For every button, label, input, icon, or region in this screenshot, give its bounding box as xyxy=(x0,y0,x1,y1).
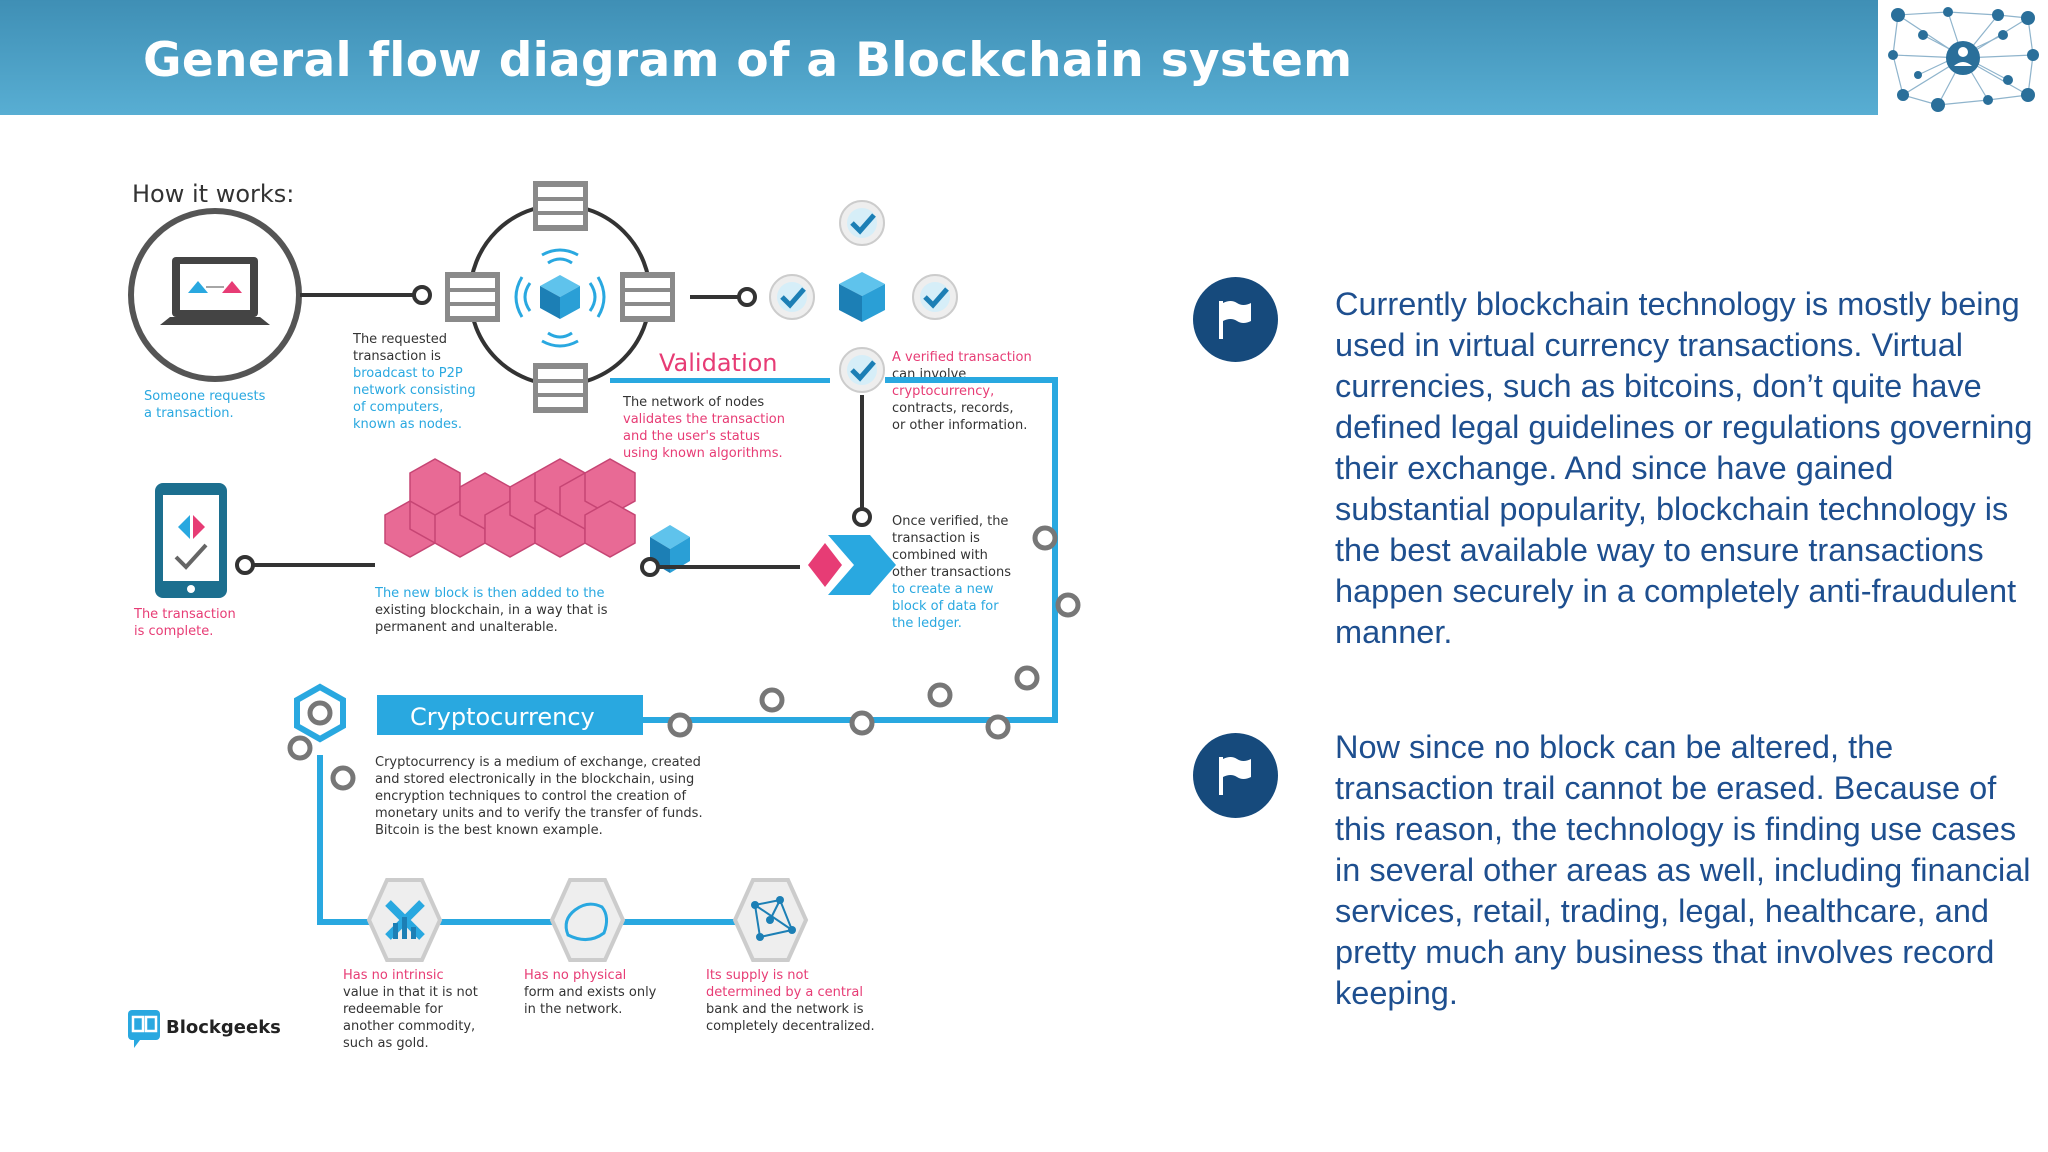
new-block-text: The new block is then added to the exist… xyxy=(374,586,612,635)
flag-icon xyxy=(1193,733,1278,818)
validation-text: The network of nodes validates the trans… xyxy=(622,395,789,461)
checkmark-icon xyxy=(839,347,885,393)
laptop-icon xyxy=(128,208,302,382)
network-logo-icon xyxy=(1878,0,2048,115)
checkmark-icon xyxy=(769,274,815,320)
cryptocurrency-banner xyxy=(377,695,643,735)
server-icon xyxy=(620,272,675,322)
feature-intrinsic-value-text: Has no intrinsic value in that it is not… xyxy=(343,968,482,1051)
blockchain-blocks xyxy=(384,458,690,573)
feature-decentralized-text: Its supply is not determined by a centra… xyxy=(706,968,875,1034)
brand-name: Blockgeeks xyxy=(166,1017,281,1038)
cryptocurrency-text: Cryptocurrency is a medium of exchange, … xyxy=(375,755,707,838)
cryptocurrency-title: Cryptocurrency xyxy=(410,703,595,731)
validation-title: Validation xyxy=(659,349,778,377)
node-network xyxy=(445,181,675,413)
title-bar: General flow diagram of a Blockchain sys… xyxy=(0,0,1878,115)
transaction-complete-text: The transaction is complete. xyxy=(133,607,240,639)
decentralized-network-icon xyxy=(732,878,809,962)
checkmark-icon xyxy=(912,274,958,320)
no-intrinsic-value-icon xyxy=(366,878,443,962)
server-icon xyxy=(445,272,500,322)
paragraph-usage: Currently blockchain technology is mostl… xyxy=(1335,286,2033,650)
server-icon xyxy=(533,363,588,413)
combined-text: Once verified, the transaction is combin… xyxy=(892,514,1015,631)
server-icon xyxy=(533,181,588,231)
no-physical-form-icon xyxy=(549,878,626,962)
blockchain-flow-diagram: How it works: Someone requests a transac… xyxy=(128,180,1081,1051)
how-it-works-heading: How it works: xyxy=(132,180,294,208)
step-request-text: Someone requests a transaction. xyxy=(144,389,270,421)
verified-transaction-text: A verified transaction can involve crypt… xyxy=(892,350,1036,433)
cube-icon xyxy=(540,275,580,319)
flag-icon xyxy=(1193,277,1278,362)
cube-icon xyxy=(839,272,885,322)
paragraph-use-cases: Now since no block can be altered, the t… xyxy=(1335,729,2031,1011)
step-broadcast-text: The requested transaction is broadcast t… xyxy=(352,332,480,432)
checkmark-icon xyxy=(839,200,885,246)
blockgeeks-logo-icon xyxy=(128,1010,160,1048)
page-title: General flow diagram of a Blockchain sys… xyxy=(143,33,1353,88)
feature-physical-form-text: Has no physical form and exists only in … xyxy=(524,968,661,1017)
cube-icon xyxy=(650,525,690,573)
phone-icon xyxy=(155,483,227,598)
